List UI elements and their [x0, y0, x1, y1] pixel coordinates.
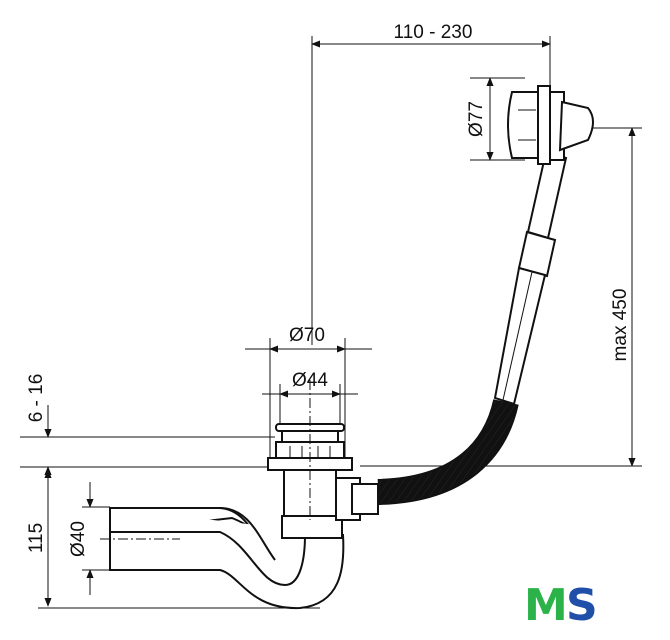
- overflow-head: [507, 85, 594, 165]
- overflow-pipe: [493, 150, 568, 406]
- trap-height-label: 115: [26, 523, 47, 553]
- overflow-reach-label: 110 - 230: [394, 22, 473, 43]
- overflow-diameter-label: Ø77: [466, 101, 487, 137]
- waste-outer-diameter-label: Ø70: [289, 325, 325, 346]
- overflow-height-label: max 450: [610, 289, 631, 362]
- ms-logo: M S: [524, 580, 598, 631]
- waste-inner-diameter-label: Ø44: [292, 370, 328, 391]
- dimension-lines: [20, 36, 642, 609]
- outlet-diameter-label: Ø40: [68, 521, 89, 557]
- trap: [109, 423, 379, 610]
- flexible-hose-fill: [377, 399, 517, 503]
- tub-thickness-label: 6 - 16: [26, 374, 47, 423]
- logo-letter-m: M: [524, 580, 568, 631]
- logo-letter-s: S: [566, 580, 598, 631]
